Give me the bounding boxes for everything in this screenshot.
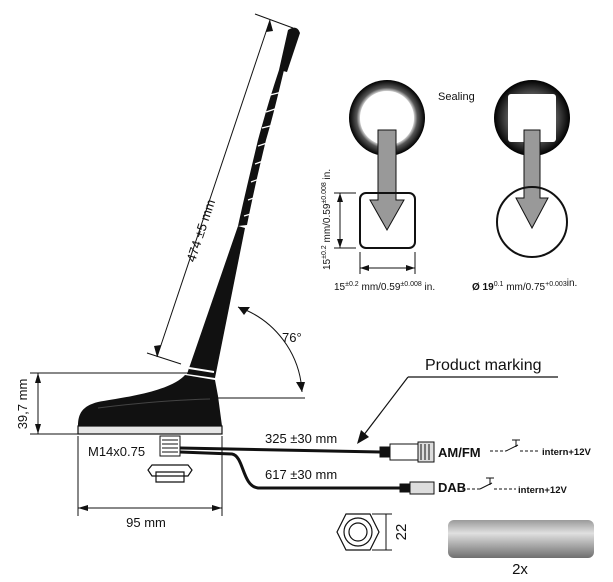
round-hole-diameter-label: Ø 190.1 mm/0.75+0.003in. [472,278,577,293]
height-dimension [30,372,190,435]
square-hole-arrow [369,129,405,232]
am-fm-connector [379,441,435,463]
thread-label: M14x0.75 [88,444,145,459]
round-hole-arrow [515,129,549,230]
whip-length-label: 474 ±5 mm [183,197,218,263]
round-hole [496,186,568,258]
dab-connector [399,481,435,495]
product-marking-leader [357,376,558,444]
base-width-label: 95 mm [126,515,166,530]
dab-label: DAB [438,480,466,495]
square-hole-side-dim [334,192,416,274]
angle-indicator [218,306,305,399]
height-label: 39,7 mm [15,379,30,430]
am-fm-label: AM/FM [438,445,481,460]
antenna-mast [187,226,245,378]
square-hole-vertical-label: 15±0.2 mm/0.59±0.008 in. [321,169,333,270]
product-marking-label: Product marking [425,357,542,374]
square-hole [359,192,416,249]
dab-intern-12v: intern+12V [518,485,568,496]
mounting-clip [147,464,193,483]
whip-length-dimension [146,13,294,365]
cable-dab-length: 617 ±30 mm [265,467,337,482]
angle-label: 76° [282,330,302,345]
cable-am-fm-length: 325 ±30 mm [265,431,337,446]
dab-power-switch [462,477,516,490]
cables [179,446,400,490]
sealing-tube [448,520,594,558]
base-width-dimension [77,436,223,516]
thread-stud [159,435,181,457]
square-hole-horizontal-label: 15±0.2 mm/0.59±0.008 in. [334,281,435,293]
quantity-label: 2x [512,561,528,578]
hex-nut-icon [336,513,380,551]
nut-size-dimension [372,513,392,551]
antenna-whip [238,27,300,226]
sealing-label: Sealing [438,91,475,103]
am-fm-power-switch [490,439,540,452]
nut-size-label: 22 [393,524,410,541]
antenna-base [77,375,223,435]
square-hole-seal [349,80,425,156]
am-fm-intern-12v: intern+12V [542,447,592,458]
round-hole-seal [494,80,570,156]
